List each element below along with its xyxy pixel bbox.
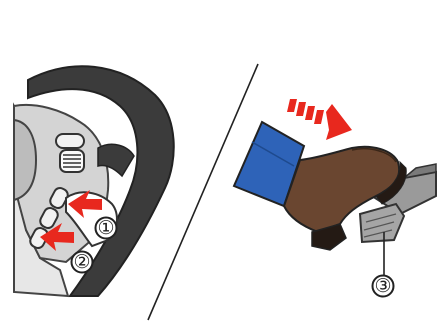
steering-wheel-icon xyxy=(14,66,174,296)
callout-2-label: ② xyxy=(73,251,90,273)
callout-3: ③ xyxy=(373,275,394,297)
callout-1: ① xyxy=(96,217,117,239)
dashed-motion-arrow-icon xyxy=(287,99,352,140)
callout-2: ② xyxy=(72,251,93,273)
callout-3-label: ③ xyxy=(374,275,391,297)
panel-divider xyxy=(148,64,258,320)
callout-1-label: ① xyxy=(97,217,114,239)
